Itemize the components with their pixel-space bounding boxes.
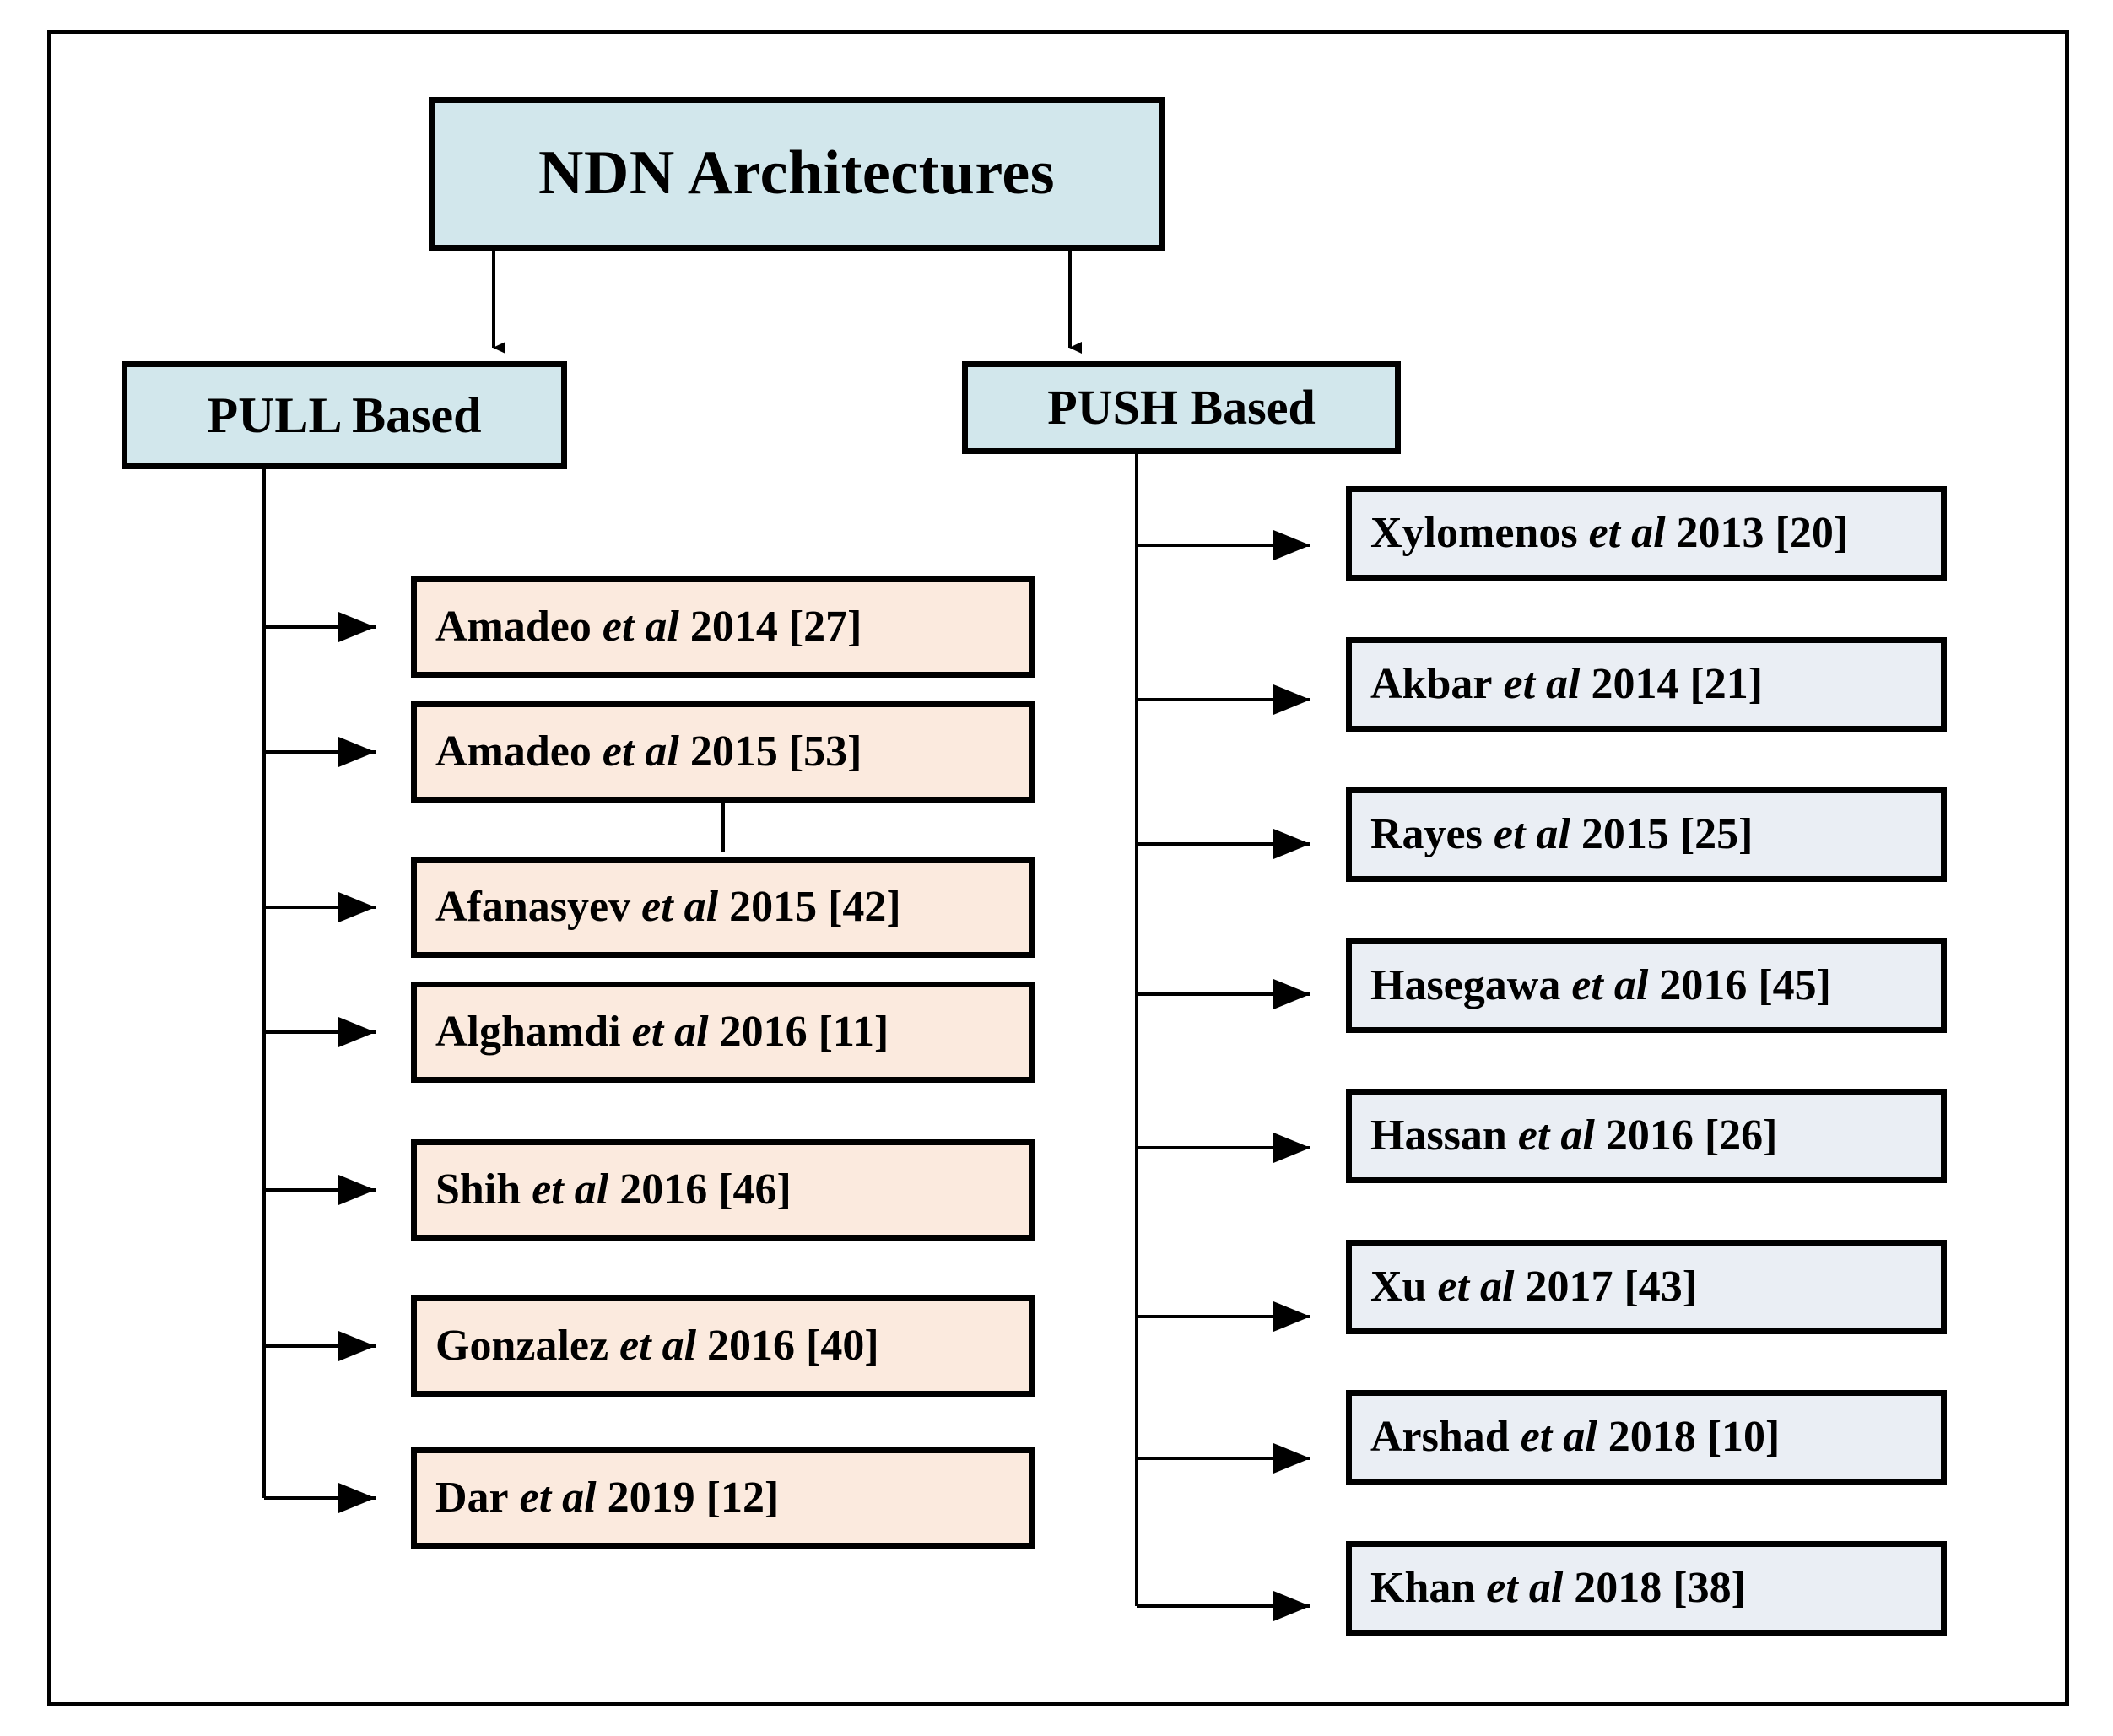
push-leaf-year: 2016	[1605, 1111, 1694, 1160]
push-leaf-ref: [38]	[1673, 1563, 1746, 1612]
push-leaf-ref: [10]	[1706, 1412, 1781, 1461]
pull-leaf-ref: [42]	[828, 882, 901, 931]
pull-leaf-year: 2014	[689, 602, 778, 651]
branch-node-pull-label: PULL Based	[207, 387, 482, 443]
branch-node-push-based[interactable]: PUSH Based	[962, 361, 1401, 454]
pull-leaf-year: 2016	[619, 1165, 708, 1214]
pull-leaf-dar-2019[interactable]: Dar et al 2019 [12]	[411, 1447, 1035, 1549]
push-leaf-year: 2016	[1659, 960, 1748, 1009]
push-leaf-xylomenos-2013[interactable]: Xylomenos et al 2013 [20]	[1346, 486, 1947, 581]
push-leaf-author: Khan	[1370, 1563, 1476, 1612]
push-leaf-etal: et al	[1493, 809, 1570, 858]
pull-leaf-etal: et al	[619, 1321, 697, 1370]
push-leaf-arshad-2018[interactable]: Arshad et al 2018 [10]	[1346, 1390, 1947, 1485]
pull-leaf-year: 2016	[719, 1007, 808, 1056]
branch-node-push-label: PUSH Based	[1047, 379, 1316, 435]
pull-leaf-ref: [27]	[788, 602, 862, 651]
pull-leaf-author: Amadeo	[435, 727, 592, 776]
push-leaf-ref: [26]	[1704, 1111, 1778, 1160]
push-leaf-etal: et al	[1486, 1563, 1564, 1612]
pull-leaf-year: 2019	[607, 1473, 695, 1522]
push-leaf-year: 2014	[1591, 659, 1679, 708]
push-leaf-hasegawa-2016[interactable]: Hasegawa et al 2016 [45]	[1346, 938, 1947, 1033]
push-leaf-author: Akbar	[1370, 659, 1493, 708]
pull-leaf-author: Afanasyev	[435, 882, 631, 931]
pull-leaf-etal: et al	[519, 1473, 597, 1522]
push-leaf-ref: [20]	[1775, 508, 1849, 557]
pull-leaf-author: Alghamdi	[435, 1007, 621, 1056]
push-leaf-author: Arshad	[1370, 1412, 1510, 1461]
push-leaf-ref: [21]	[1689, 659, 1764, 708]
push-leaf-year: 2017	[1525, 1262, 1613, 1311]
push-leaf-year: 2015	[1581, 809, 1669, 858]
push-leaf-author: Rayes	[1370, 809, 1483, 858]
pull-leaf-year: 2016	[707, 1321, 796, 1370]
push-leaf-etal: et al	[1503, 659, 1581, 708]
push-leaf-author: Hasegawa	[1370, 960, 1561, 1009]
push-leaf-etal: et al	[1520, 1412, 1597, 1461]
pull-leaf-etal: et al	[532, 1165, 609, 1214]
pull-leaf-amadeo-2015[interactable]: Amadeo et al 2015 [53]	[411, 701, 1035, 803]
pull-leaf-ref: [11]	[818, 1007, 889, 1056]
pull-leaf-afanasyev-2015[interactable]: Afanasyev et al 2015 [42]	[411, 857, 1035, 958]
pull-leaf-ref: [12]	[705, 1473, 780, 1522]
push-leaf-rayes-2015[interactable]: Rayes et al 2015 [25]	[1346, 787, 1947, 882]
pull-leaf-year: 2015	[729, 882, 818, 931]
pull-leaf-author: Gonzalez	[435, 1321, 609, 1370]
pull-leaf-etal: et al	[602, 602, 679, 651]
root-node-ndn-architectures[interactable]: NDN Architectures	[429, 97, 1165, 251]
pull-leaf-author: Amadeo	[435, 602, 592, 651]
push-leaf-author: Xylomenos	[1370, 508, 1578, 557]
root-node-label: NDN Architectures	[538, 138, 1056, 208]
push-leaf-etal: et al	[1437, 1262, 1515, 1311]
pull-leaf-year: 2015	[689, 727, 778, 776]
pull-leaf-alghamdi-2016[interactable]: Alghamdi et al 2016 [11]	[411, 982, 1035, 1083]
push-leaf-author: Hassan	[1370, 1111, 1507, 1160]
push-leaf-khan-2018[interactable]: Khan et al 2018 [38]	[1346, 1541, 1947, 1636]
pull-leaf-author: Dar	[435, 1473, 509, 1522]
push-leaf-etal: et al	[1571, 960, 1649, 1009]
push-leaf-etal: et al	[1588, 508, 1666, 557]
pull-leaf-amadeo-2014[interactable]: Amadeo et al 2014 [27]	[411, 576, 1035, 678]
push-leaf-ref: [45]	[1758, 960, 1831, 1009]
push-leaf-ref: [43]	[1624, 1262, 1698, 1311]
pull-leaf-shih-2016[interactable]: Shih et al 2016 [46]	[411, 1139, 1035, 1241]
branch-node-pull-based[interactable]: PULL Based	[122, 361, 567, 469]
push-leaf-akbar-2014[interactable]: Akbar et al 2014 [21]	[1346, 637, 1947, 732]
push-leaf-author: Xu	[1370, 1262, 1427, 1311]
pull-leaf-etal: et al	[641, 882, 719, 931]
push-leaf-xu-2017[interactable]: Xu et al 2017 [43]	[1346, 1240, 1947, 1334]
pull-leaf-ref: [46]	[718, 1165, 792, 1214]
pull-leaf-etal: et al	[602, 727, 679, 776]
push-leaf-year: 2013	[1676, 508, 1764, 557]
page-border	[47, 30, 2069, 1706]
push-leaf-ref: [25]	[1679, 809, 1754, 858]
push-leaf-year: 2018	[1608, 1412, 1696, 1461]
push-leaf-year: 2018	[1574, 1563, 1662, 1612]
pull-leaf-gonzalez-2016[interactable]: Gonzalez et al 2016 [40]	[411, 1295, 1035, 1397]
push-leaf-hassan-2016[interactable]: Hassan et al 2016 [26]	[1346, 1089, 1947, 1183]
pull-leaf-ref: [53]	[788, 727, 862, 776]
pull-leaf-ref: [40]	[806, 1321, 879, 1370]
pull-leaf-author: Shih	[435, 1165, 521, 1214]
pull-leaf-etal: et al	[631, 1007, 709, 1056]
push-leaf-etal: et al	[1517, 1111, 1595, 1160]
